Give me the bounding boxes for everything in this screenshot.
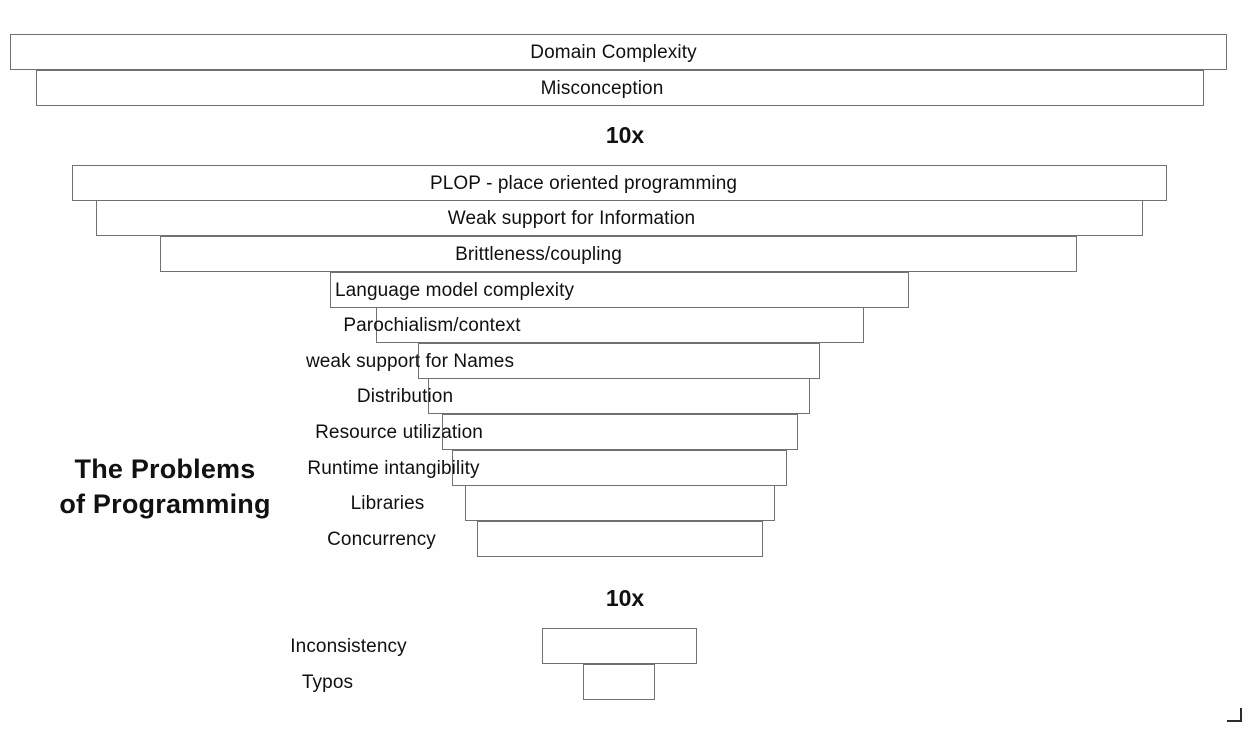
funnel-bar-label: Runtime intangibility	[307, 457, 480, 479]
funnel-bar-typos: Typos	[302, 664, 655, 700]
funnel-bar-label: Concurrency	[327, 528, 436, 550]
funnel-bar-label: Weak support for Information	[447, 207, 696, 229]
funnel-bar-plop-place-oriented-programming: PLOP - place oriented programming	[72, 165, 1167, 201]
funnel-bar-resource-utilization: Resource utilization	[315, 414, 798, 450]
funnel-bar-label: PLOP - place oriented programming	[429, 172, 738, 194]
funnel-bar-label: Misconception	[540, 77, 664, 99]
page-title-line-1: The Problems	[74, 454, 256, 484]
funnel-bar-distribution: Distribution	[357, 378, 810, 414]
funnel-bar-label: Distribution	[356, 385, 454, 407]
funnel-bar-label: weak support for Names	[305, 350, 515, 372]
multiplier-label-bottom: 10x	[605, 585, 645, 611]
funnel-bar-label: Typos	[301, 671, 354, 693]
page-title-line-2: of Programming	[59, 488, 271, 519]
funnel-bar-weak-support-for-information: Weak support for Information	[96, 200, 1143, 236]
funnel-bar-label: Brittleness/coupling	[455, 243, 622, 265]
funnel-bar-concurrency: Concurrency	[327, 521, 763, 557]
funnel-bar-inconsistency: Inconsistency	[290, 628, 697, 664]
funnel-bar-brittleness-coupling: Brittleness/coupling	[160, 236, 1077, 272]
funnel-bar-label: Libraries	[350, 492, 425, 514]
funnel-bar-label: Domain Complexity	[530, 41, 697, 63]
funnel-bar-runtime-intangibility: Runtime intangibility	[307, 450, 787, 486]
funnel-bar-weak-support-for-names: weak support for Names	[306, 343, 820, 379]
funnel-bar-libraries: Libraries	[351, 485, 775, 521]
funnel-bar-misconception: Misconception	[36, 70, 1204, 106]
funnel-bar-parochialism-context: Parochialism/context	[343, 307, 864, 343]
funnel-bar-label: Language model complexity	[334, 279, 575, 301]
page-title: The Problems of Programming	[0, 452, 330, 521]
funnel-bar-domain-complexity: Domain Complexity	[10, 34, 1227, 70]
funnel-bar-language-model-complexity: Language model complexity	[330, 272, 909, 308]
multiplier-label-top: 10x	[605, 122, 645, 148]
funnel-bar-label: Inconsistency	[290, 635, 407, 657]
funnel-bar-label: Resource utilization	[315, 421, 483, 443]
corner-crop-mark-icon	[1227, 708, 1242, 722]
funnel-bar-label: Parochialism/context	[343, 314, 521, 336]
